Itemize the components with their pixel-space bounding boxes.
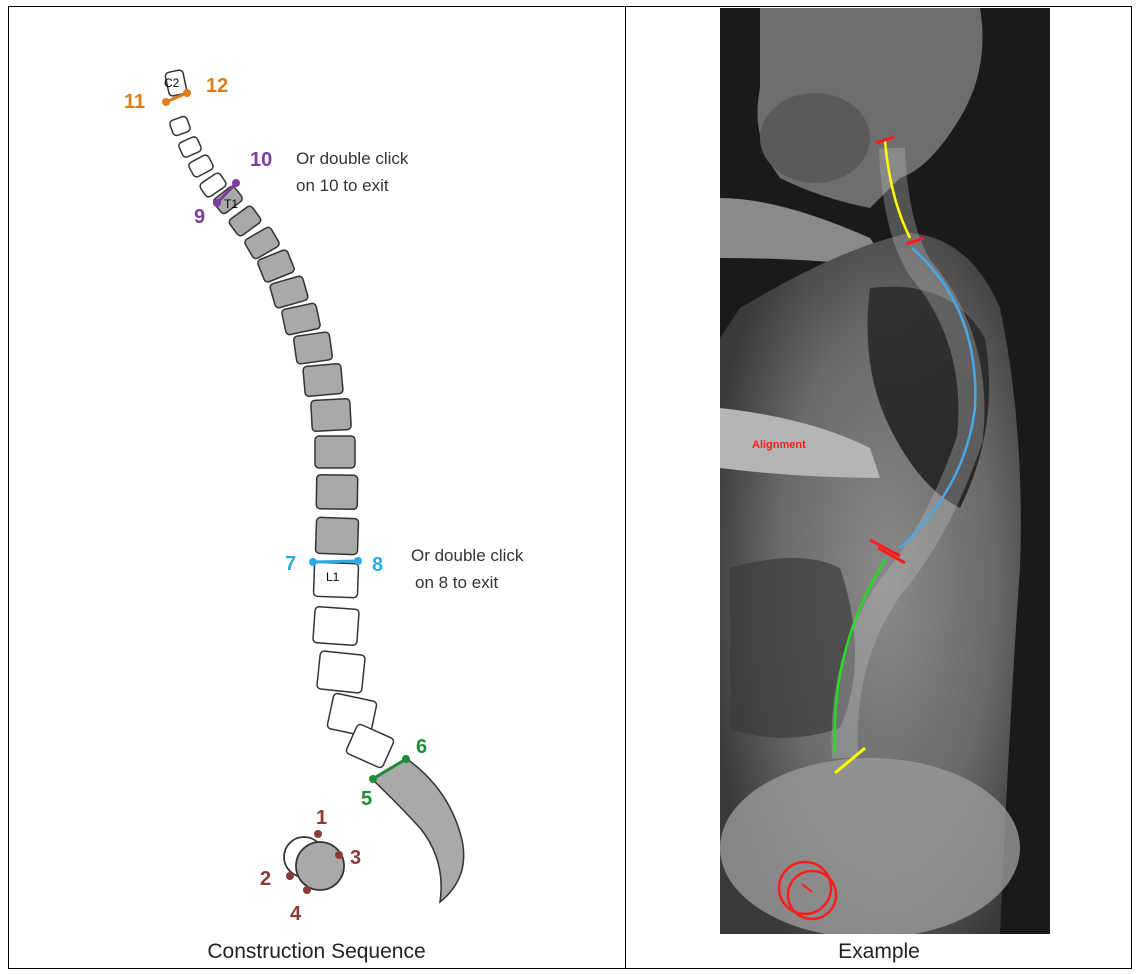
point-11-label: 11 [124,91,145,113]
left-caption: Construction Sequence [8,940,625,964]
vertebra-4 [188,154,215,178]
femoral-head-2 [296,842,344,890]
l1-label: L1 [326,570,340,584]
panel-divider [625,6,626,969]
alignment-label: Alignment [752,439,806,451]
pelvis-region [720,758,1020,934]
c2-label: C2 [164,76,180,90]
vertebra-16 [316,475,358,510]
vertebra-19 [313,607,359,646]
point-10-dot [232,179,240,187]
point-12-label: 12 [206,75,228,97]
t1-label: T1 [224,197,238,211]
vertebra-17 [315,517,358,554]
note-top-line2: on 10 to exit [296,176,389,195]
point-9-dot [213,199,221,207]
vertebra-11 [281,303,321,336]
vertebra-15 [315,436,355,468]
vertebra-3 [178,136,203,159]
point-3-dot [335,851,343,859]
point-4-dot [303,886,311,894]
vertebra-13 [303,363,343,396]
point-10-label: 10 [250,149,272,171]
point-5-label: 5 [361,788,372,810]
vertebra-10 [269,275,309,308]
note-mid-line1: Or double click [411,546,524,565]
right-caption: Example [626,940,1132,964]
point-11-dot [162,98,170,106]
point-1-label: 1 [316,807,327,829]
point-4-label: 4 [290,903,302,925]
point-2-label: 2 [260,868,271,890]
vertebra-2 [169,115,191,136]
vertebra-14 [311,399,352,432]
point-6-dot [402,755,410,763]
point-6-label: 6 [416,736,427,758]
vertebra-20 [317,651,366,693]
note-mid-line2: on 8 to exit [415,573,498,592]
point-7-dot [309,558,317,566]
point-12-dot [183,89,191,97]
sacrum [372,759,464,902]
point-8-dot [354,557,362,565]
point-5-dot [369,775,377,783]
point-3-label: 3 [350,847,361,869]
point-2-dot [286,872,294,880]
construction-diagram: C2 T1 L1 1 2 3 4 5 6 7 8 9 10 11 12 Or d… [0,0,625,935]
jaw-shape [760,93,870,183]
note-top-line1: Or double click [296,149,409,168]
point-8-label: 8 [372,554,383,576]
point-7-label: 7 [285,553,296,575]
point-1-dot [314,830,322,838]
l1-endplate-line [313,561,358,562]
vertebra-12 [293,332,333,365]
point-9-label: 9 [194,206,205,228]
xray-example-image: Alignment [720,8,1050,934]
